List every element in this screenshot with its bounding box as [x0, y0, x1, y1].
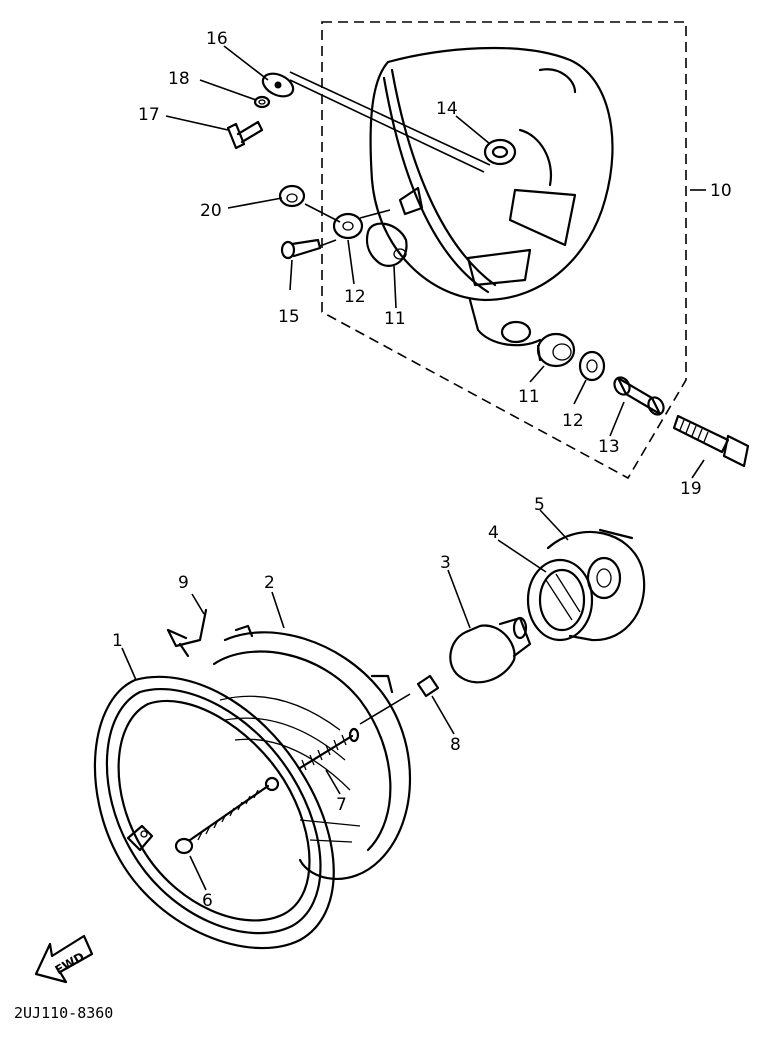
plate-16	[261, 72, 295, 98]
callout-12-left: 12	[344, 287, 366, 307]
callout-15: 15	[278, 307, 300, 327]
headlight-rim	[93, 675, 335, 949]
callout-9: 9	[178, 573, 189, 593]
callout-19: 19	[680, 479, 702, 499]
socket-cover	[546, 528, 646, 642]
collar-11-right	[536, 332, 576, 368]
callout-4: 4	[488, 523, 499, 543]
callout-7: 7	[336, 795, 347, 815]
bulb-holder	[526, 558, 594, 642]
fwd-arrow-icon: FWD	[34, 934, 94, 984]
callout-11-left: 11	[384, 309, 406, 329]
callout-16: 16	[206, 29, 228, 49]
callout-17: 17	[138, 105, 160, 125]
screw-17	[226, 120, 264, 150]
bulb	[449, 616, 532, 684]
bolt-19	[672, 414, 750, 468]
collar-11-left	[365, 222, 408, 267]
headlight-unit	[212, 624, 411, 881]
callout-6: 6	[202, 891, 213, 911]
washer-12-left	[332, 212, 364, 240]
callout-8: 8	[450, 735, 461, 755]
headlight-housing	[369, 46, 614, 347]
callout-14: 14	[436, 99, 458, 119]
callout-20: 20	[200, 201, 222, 221]
callout-2: 2	[264, 573, 275, 593]
callout-5: 5	[534, 495, 545, 515]
callout-13: 13	[598, 437, 620, 457]
collar-13	[613, 376, 665, 416]
washer-12-right	[578, 350, 606, 382]
grommet-14	[483, 138, 517, 166]
group-boundary-10	[321, 21, 687, 480]
spring-washer-18	[253, 95, 271, 109]
callout-11-right: 11	[518, 387, 540, 407]
diagram-code: 2UJ110-8360	[14, 1004, 113, 1022]
screw-15	[280, 238, 322, 260]
screw-7	[298, 727, 360, 771]
callout-18: 18	[168, 69, 190, 89]
screw-6	[174, 784, 270, 855]
nut-8	[416, 674, 440, 698]
callout-1: 1	[112, 631, 123, 651]
leader-lines	[121, 45, 705, 891]
nut-20	[278, 184, 306, 208]
callout-10: 10	[710, 181, 732, 201]
callout-3: 3	[440, 553, 451, 573]
spring-9	[166, 608, 208, 658]
callout-12-right: 12	[562, 411, 584, 431]
